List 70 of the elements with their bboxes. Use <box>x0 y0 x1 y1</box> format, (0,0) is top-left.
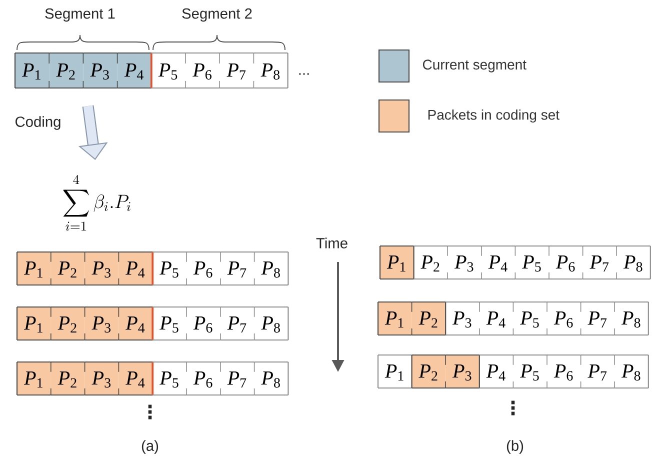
packet-cell: P$_{8}$ <box>254 361 289 396</box>
packet-cell: P$_{5}$ <box>151 52 186 89</box>
packet-cell: P$_{3}$ <box>82 52 118 89</box>
node-label: P$_{1}$ <box>24 372 42 388</box>
sum-formula: $\sum_{i=1}^{4}\beta_i . P_i$ <box>63 175 130 231</box>
panel-label: (b) <box>506 440 524 454</box>
packet-cell: P$_{1}$ <box>377 354 412 389</box>
packet-cell: P$_{1}$ <box>16 251 51 286</box>
packet-cell: P$_{8}$ <box>614 354 649 389</box>
packet-cell: P$_{6}$ <box>186 306 220 341</box>
packet-cell: P$_{2}$ <box>50 251 85 286</box>
packet-cell: P$_{7}$ <box>220 306 254 341</box>
packet-cell: P$_{2}$ <box>411 354 446 389</box>
packet-cell: P$_{4}$ <box>118 306 154 341</box>
packet-cell: P$_{6}$ <box>186 251 220 286</box>
packet-cell: P$_{2}$ <box>50 361 85 396</box>
packet-cell: P$_{6}$ <box>546 354 581 389</box>
packet-cell: P$_{8}$ <box>254 306 289 341</box>
packet-cell: P$_{3}$ <box>447 245 482 280</box>
packet-cell: P$_{7}$ <box>582 245 617 280</box>
axis-label: Time <box>316 238 348 248</box>
packet-cell: P$_{3}$ <box>446 301 480 336</box>
packet-cell: P$_{2}$ <box>48 52 84 89</box>
vertical-ellipsis: ⋮ <box>148 404 152 420</box>
packet-cell: P$_{8}$ <box>614 301 649 336</box>
packet-cell: P$_{4}$ <box>118 361 154 396</box>
packet-cell: P$_{8}$ <box>254 251 289 286</box>
packet-cell: P$_{1}$ <box>16 306 51 341</box>
packet-cell: P$_{3}$ <box>84 306 119 341</box>
packet-cell: P$_{8}$ <box>616 245 651 280</box>
packet-cell: P$_{4}$ <box>118 251 154 286</box>
packet-cell: P$_{7}$ <box>580 354 615 389</box>
packet-cell: P$_{6}$ <box>548 245 583 280</box>
panel-label: (a) <box>142 440 158 454</box>
packet-cell: P$_{1}$ <box>16 361 51 396</box>
packet-cell: P$_{7}$ <box>219 52 254 89</box>
packet-cell: P$_{4}$ <box>481 245 516 280</box>
packet-cell: P$_{5}$ <box>152 251 186 286</box>
packet-cell: P$_{8}$ <box>253 52 288 89</box>
node-label: P$_{1}$ <box>24 262 42 278</box>
packet-cell: P$_{5}$ <box>152 361 186 396</box>
packet-cell: P$_{1}$ <box>379 245 414 280</box>
legend-label: Packets in coding set <box>428 109 560 123</box>
segment-label: Segment 2 <box>182 8 252 22</box>
packet-cell: P$_{5}$ <box>512 354 547 389</box>
packet-cell: P$_{2}$ <box>50 306 85 341</box>
packet-cell: P$_{5}$ <box>514 245 549 280</box>
node-label: P$_{1}$ <box>24 316 42 332</box>
packet-cell: P$_{4}$ <box>116 52 152 89</box>
legend-label: Current segment <box>422 60 526 72</box>
packet-cell: P$_{5}$ <box>152 306 186 341</box>
packet-cell: P$_{6}$ <box>186 361 220 396</box>
packet-cell: P$_{3}$ <box>84 361 119 396</box>
packet-cell: P$_{3}$ <box>84 251 119 286</box>
packet-cell: P$_{2}$ <box>414 245 448 280</box>
packet-cell: P$_{4}$ <box>479 354 514 389</box>
packet-cell: P$_{5}$ <box>512 301 547 336</box>
packet-cell: P$_{3}$ <box>445 354 480 389</box>
packet-cell: P$_{7}$ <box>220 251 254 286</box>
packet-cell: P$_{6}$ <box>185 52 220 89</box>
packet-cell: P$_{6}$ <box>546 301 581 336</box>
vertical-ellipsis: ⋮ <box>511 400 515 416</box>
segment-label: Segment 1 <box>45 8 115 22</box>
packet-cell: P$_{1}$ <box>377 301 412 336</box>
edge-label: Coding <box>16 116 60 130</box>
packet-cell: P$_{7}$ <box>580 301 615 336</box>
packet-cell: P$_{2}$ <box>411 301 446 336</box>
packet-cell: P$_{4}$ <box>479 301 514 336</box>
packet-cell: P$_{1}$ <box>14 52 50 89</box>
packet-cell: P$_{7}$ <box>220 361 254 396</box>
